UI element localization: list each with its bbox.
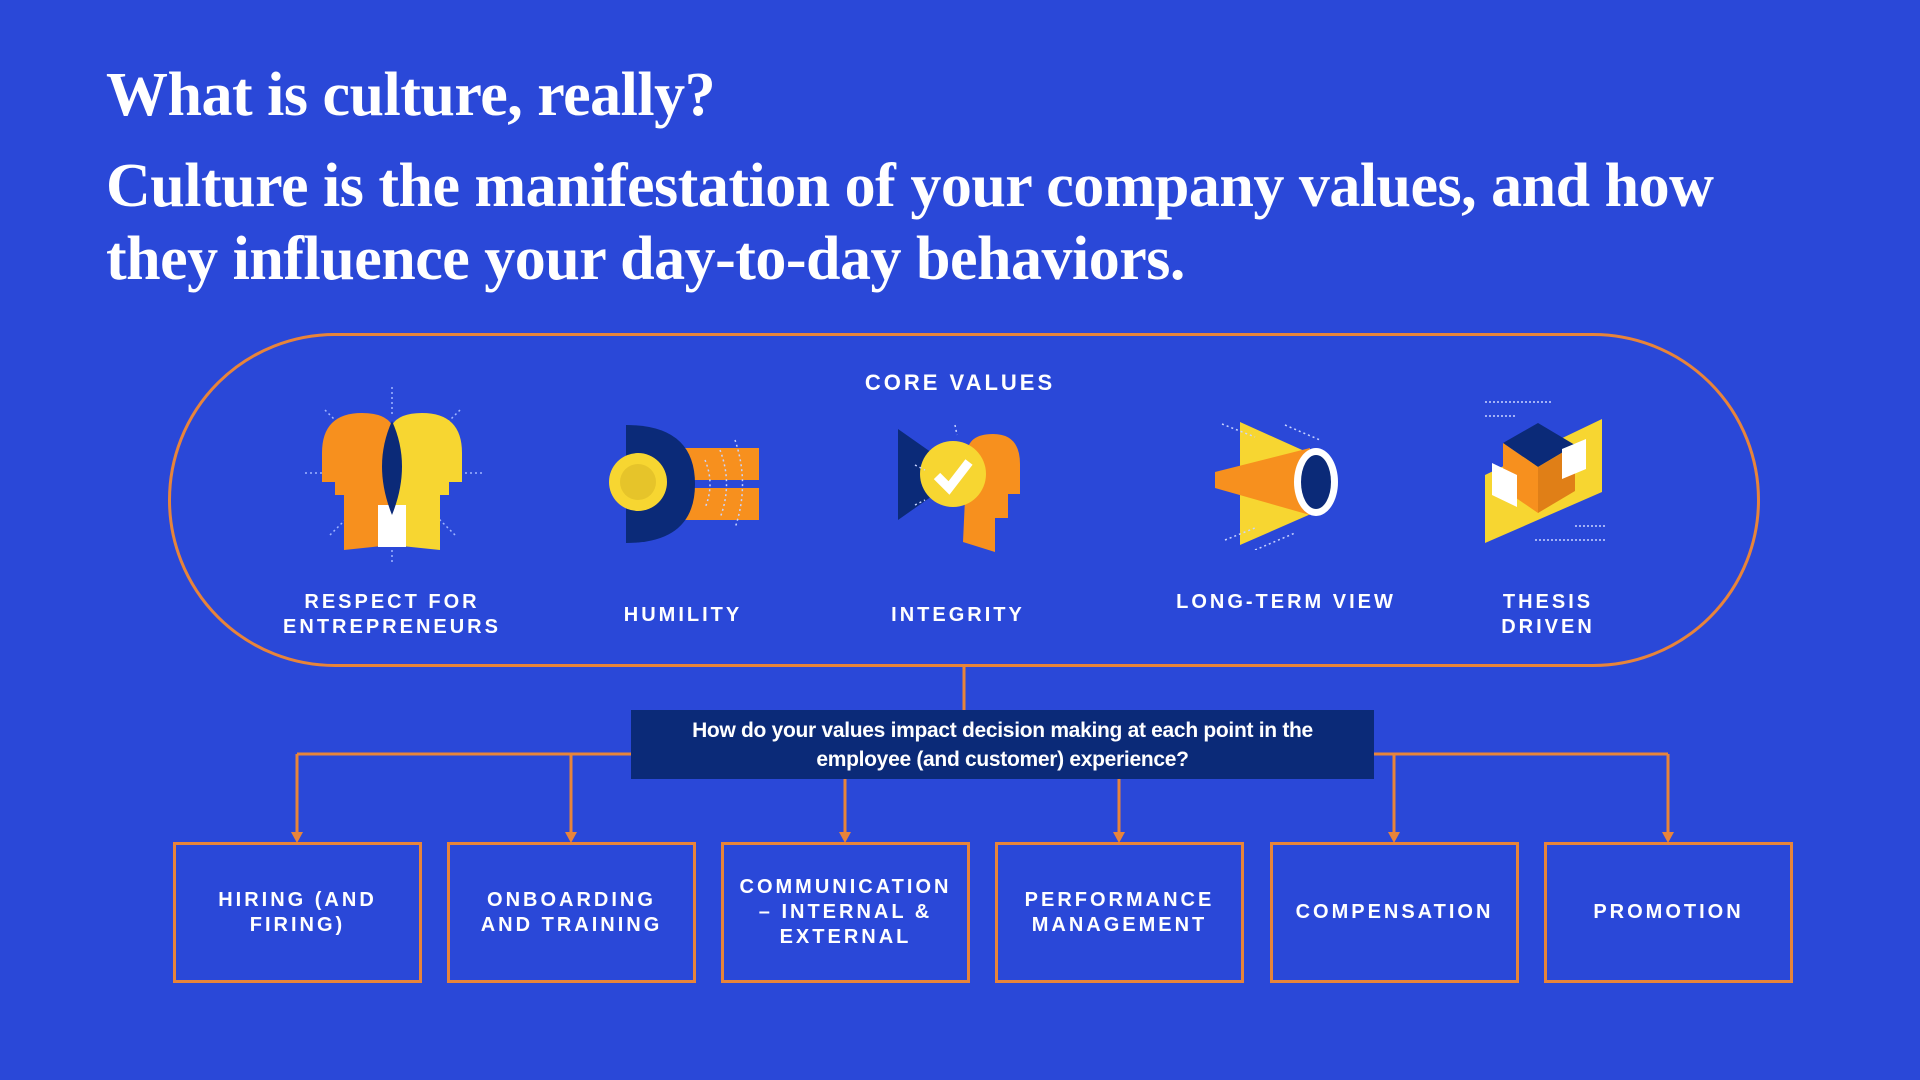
touchpoint-label: COMMUNICATION – INTERNAL & EXTERNAL (739, 876, 952, 948)
cube-icon (1485, 401, 1605, 543)
core-value-integrity: INTEGRITY (891, 604, 1025, 626)
telescope-icon (1215, 422, 1338, 550)
touchpoint-hiring: HIRING (AND FIRING) (173, 842, 422, 983)
touchpoint-label: PROMOTION (1593, 901, 1744, 923)
touchpoint-label: PERFORMANCE MANAGEMENT (1024, 888, 1215, 936)
head-checkmark-icon (898, 424, 1020, 552)
question-text: How do your values impact decision makin… (692, 718, 1313, 771)
question-box: How do your values impact decision makin… (631, 710, 1374, 779)
touchpoint-communication: COMMUNICATION – INTERNAL & EXTERNAL (721, 842, 970, 983)
touchpoint-performance: PERFORMANCE MANAGEMENT (995, 842, 1244, 983)
two-heads-icon (305, 387, 482, 563)
speaker-circle-icon (609, 425, 759, 543)
touchpoint-label: COMPENSATION (1295, 901, 1494, 923)
core-values-heading: CORE VALUES (864, 370, 1056, 395)
touchpoint-label: ONBOARDING AND TRAINING (480, 888, 663, 936)
page-subtitle: Culture is the manifestation of your com… (106, 152, 1714, 293)
core-value-humility: HUMILITY (623, 604, 743, 626)
core-values-container (168, 333, 1760, 667)
touchpoint-promotion: PROMOTION (1544, 842, 1793, 983)
core-value-long-term-view: LONG-TERM VIEW (1176, 591, 1396, 613)
core-value-thesis-driven: THESIS DRIVEN (1501, 591, 1595, 638)
core-value-respect-for-entrepreneurs: RESPECT FOR ENTREPRENEURS (283, 591, 501, 638)
page-title: What is culture, really? (106, 61, 716, 129)
touchpoint-compensation: COMPENSATION (1270, 842, 1519, 983)
touchpoint-label: HIRING (AND FIRING) (218, 888, 377, 936)
touchpoint-onboarding: ONBOARDING AND TRAINING (447, 842, 696, 983)
